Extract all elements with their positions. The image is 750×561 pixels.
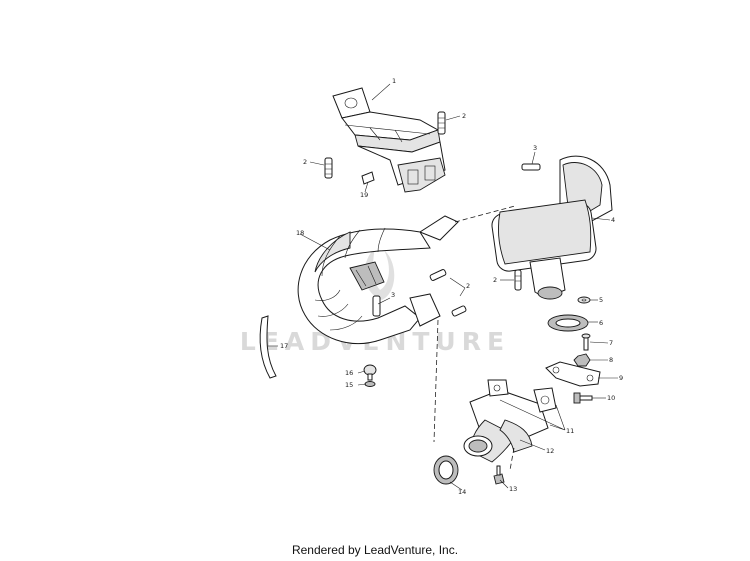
spring-3a [521,163,541,171]
footer-credit: Rendered by LeadVenture, Inc. [291,543,459,557]
part-6-gasket [547,314,589,332]
callout-15: 15 [345,381,353,389]
part-15-washer [364,381,376,387]
callout-7: 7 [609,339,613,347]
callout-13: 13 [509,485,517,493]
callout-14: 14 [458,488,466,496]
leader-lines [268,83,618,491]
callout-9: 9 [619,374,623,382]
callout-3a: 3 [533,144,537,152]
part-10-screw [573,392,593,404]
part-4-muffler [491,155,613,300]
callout-10: 10 [607,394,615,402]
part-19-bolt [361,171,375,185]
callout-2a: 2 [462,112,466,120]
spring-2c [429,269,467,317]
callout-2d: 2 [493,276,497,284]
spring-3b [372,295,381,317]
callout-18: 18 [296,229,304,237]
callout-6: 6 [599,319,603,327]
callout-19: 19 [360,191,368,199]
callout-1: 1 [392,77,396,85]
part-5-washer [577,296,591,304]
part-7-bolt [581,333,591,351]
callout-labels: 1 2 2 2 2 3 3 4 5 6 7 8 9 10 11 12 13 14… [280,77,623,496]
part-13-bolt [493,465,505,485]
callout-12: 12 [546,447,554,455]
part-1-heat-shield [332,87,446,193]
part-18-expansion-chamber [297,215,459,344]
callout-2b: 2 [303,158,307,166]
part-14-gasket [433,455,459,485]
alignment-lines [433,205,516,471]
part-9-bracket [545,361,601,387]
part-17-strap [259,315,277,379]
callout-8: 8 [609,356,613,364]
spring-2b [324,157,333,179]
callout-11: 11 [566,427,574,435]
callout-3b: 3 [391,291,395,299]
callout-17: 17 [280,342,288,350]
part-16-grommet [363,364,377,381]
callout-5: 5 [599,296,603,304]
spring-2d [514,269,522,291]
callout-4: 4 [611,216,615,224]
part-12-exhaust-manifold [463,379,557,463]
callout-2c: 2 [466,282,470,290]
spring-2a [437,111,446,135]
callout-16: 16 [345,369,353,377]
part-8-nut [573,353,591,367]
